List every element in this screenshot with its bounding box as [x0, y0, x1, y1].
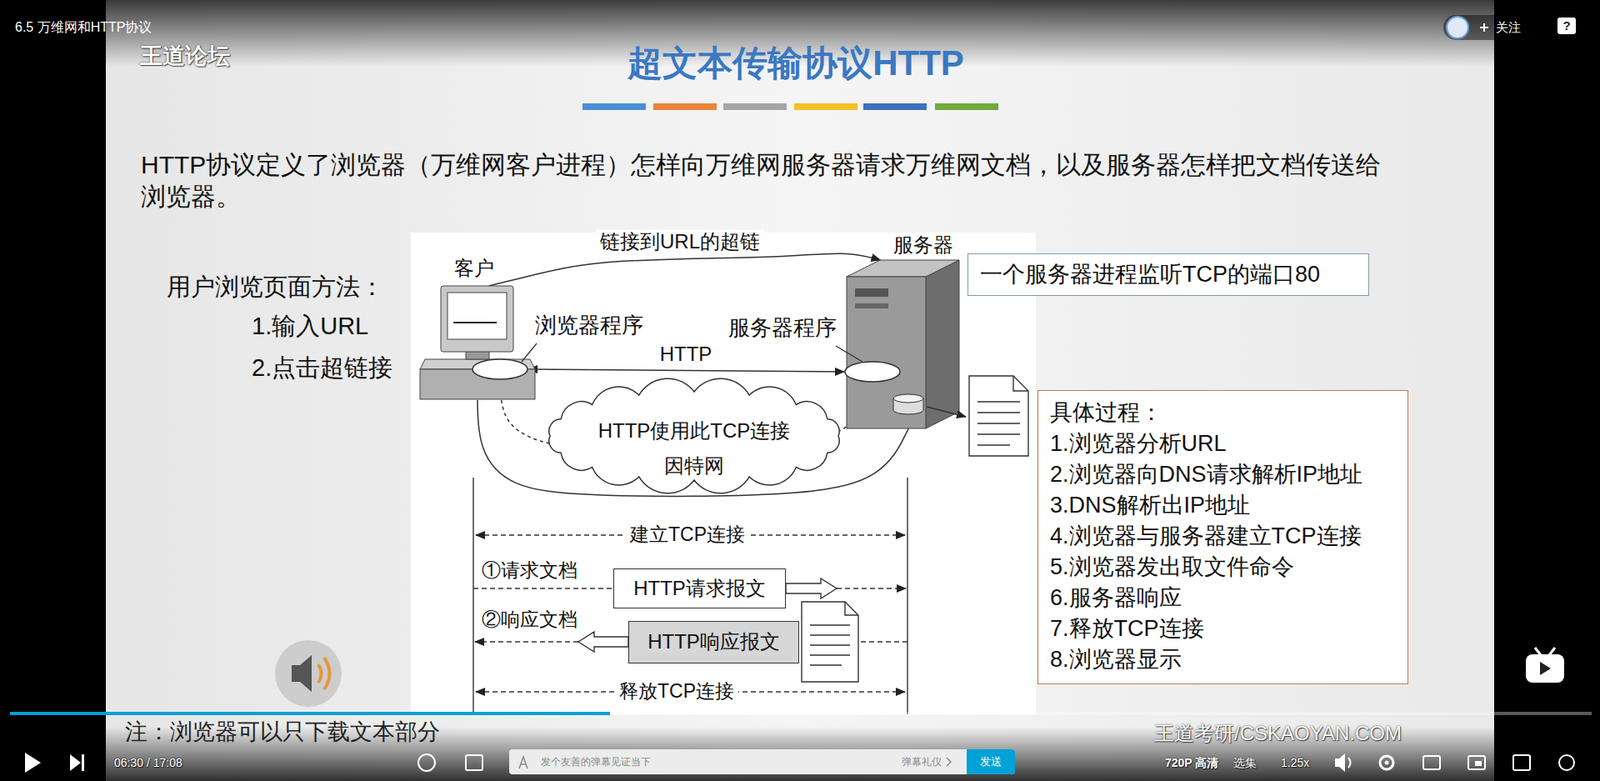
text-slot: 建立TCP连接 [625, 523, 750, 547]
text-slot: 发个友善的弹幕见证当下 [540, 755, 651, 768]
follow-text: 关注 [1495, 20, 1521, 35]
figure-ground [410, 232, 1036, 715]
timeline-label: ②响应文档 [481, 608, 578, 632]
browser-program-ellipse: 浏览器程序 [471, 358, 529, 380]
node-text: 浏览器程序 [535, 312, 644, 339]
server-machine-outline [846, 260, 960, 429]
node-text: 3.DNS解析出IP地址 [1050, 490, 1250, 521]
node-text: HTTP响应报文 [647, 630, 780, 655]
text-slot: 王道论坛 [140, 42, 230, 70]
node-text: 服务器程序 [728, 315, 837, 341]
node-text: 一个服务器进程监听TCP的端口80 [980, 260, 1320, 288]
send-button-text: 发送 [980, 755, 1002, 769]
node-text: 1.浏览器分析URL [1050, 428, 1227, 460]
node-text: 6.服务器响应 [1050, 582, 1182, 614]
footnote: 注：浏览器可以只下载文本部分 [125, 718, 440, 745]
method-item: 2.点击超链接 [251, 353, 393, 383]
episodes-label: 选集 [1233, 755, 1257, 770]
text-slot: 关注 [1495, 20, 1521, 35]
intro-paragraph: HTTP协议定义了浏览器（万维网客户进程）怎样向万维网服务器请求万维网文档，以及… [140, 149, 1391, 213]
text-slot: 注：浏览器可以只下载文本部分 [125, 718, 440, 745]
node-text: 7.释放TCP连接 [1050, 613, 1205, 645]
speed-label: 1.25x [1280, 755, 1310, 770]
client-computer-outline [420, 285, 535, 400]
node-text: 因特网 [664, 448, 725, 484]
watermark: 王道考研/CSKAOYAN.COM [1154, 721, 1402, 746]
follow-button [1443, 15, 1530, 40]
slide-ground [105, 0, 1495, 781]
text-slot: 选集 [1233, 755, 1257, 770]
danmaku-placeholder: 发个友善的弹幕见证当下 [540, 755, 651, 768]
progress-bar [10, 711, 1592, 715]
text-slot: HTTP [655, 342, 717, 367]
text-slot: 6.5 万维网和HTTP协议 [15, 19, 152, 35]
server-program-ellipse: 服务器程序 [844, 360, 901, 383]
slide-title: 超文本传输协议HTTP [627, 42, 965, 85]
box-heading: 具体过程： [1050, 397, 1163, 429]
timeline-label: ①请求文档 [481, 559, 578, 583]
text-slot: 2.点击超链接 [251, 353, 393, 383]
hyperlink-arrow [489, 253, 881, 286]
quality-label: 720P 高清 [1165, 755, 1219, 770]
text-slot: 720P 高清 [1165, 755, 1219, 770]
timeline-label: 释放TCP连接 [615, 680, 739, 704]
text-slot: 06:30 / 17:08 [114, 755, 183, 770]
process-steps-box: 具体过程：1.浏览器分析URL2.浏览器向DNS请求解析IP地址3.DNS解析出… [1037, 390, 1409, 685]
text-slot: 1.输入URL [251, 311, 369, 341]
request-message-box: HTTP请求报文 [613, 568, 786, 609]
timeline [473, 477, 908, 715]
browser-program-ellipse-outline [471, 358, 529, 380]
bilibili-tv-icon [1525, 647, 1565, 683]
node-text: 4.浏览器与服务器建立TCP连接 [1050, 520, 1362, 552]
video-title: 6.5 万维网和HTTP协议 [15, 19, 152, 35]
text-slot: HTTP协议定义了浏览器（万维网客户进程）怎样向万维网服务器请求万维网文档，以及… [140, 149, 1391, 213]
internet-cloud: HTTP使用此TCP连接因特网 [538, 380, 850, 492]
danmaku-etiquette: 弹幕礼仪 [901, 755, 942, 768]
help-bubble [1557, 17, 1576, 35]
node-text: 5.浏览器发出取文件命令 [1050, 551, 1295, 583]
text-slot: ②响应文档 [481, 608, 578, 632]
title-color-bars [582, 103, 999, 110]
node-text: 2.浏览器向DNS请求解析IP地址 [1050, 459, 1363, 490]
note-box: 一个服务器进程监听TCP的端口80 [967, 253, 1370, 296]
text-slot: 王道考研/CSKAOYAN.COM [1154, 721, 1402, 746]
node-text: HTTP请求报文 [633, 576, 766, 601]
server-machine: 服务器服务器程序 [846, 260, 960, 429]
document-icon [801, 601, 859, 682]
player-controls [25, 749, 1575, 775]
node-text: 客户 [454, 256, 495, 281]
method-heading: 用户浏览页面方法： [166, 272, 385, 302]
text-slot: 释放TCP连接 [615, 680, 739, 704]
text-slot: 超文本传输协议HTTP [627, 42, 965, 85]
watermark: 王道论坛 [140, 42, 230, 70]
help-mark: ? [1562, 18, 1570, 34]
timeline-label: 建立TCP连接 [625, 523, 750, 547]
node-text: HTTP使用此TCP连接 [598, 413, 791, 449]
connector-label: 链接到URL的超链 [595, 230, 765, 255]
method-item: 1.输入URL [251, 311, 369, 341]
response-message-box: HTTP响应报文 [628, 620, 800, 664]
text-slot: 发送 [980, 755, 1002, 769]
speaker-icon [275, 640, 342, 707]
client-computer: 客户浏览器程序 [420, 285, 535, 400]
node-text: 8.浏览器显示 [1050, 644, 1182, 675]
node-text: 服务器 [893, 233, 954, 258]
text-slot: 用户浏览页面方法： [166, 272, 385, 302]
text-slot: ? [1562, 18, 1570, 34]
time-display: 06:30 / 17:08 [114, 755, 183, 770]
document-icon [969, 375, 1029, 456]
text-slot: ①请求文档 [481, 559, 578, 583]
text-slot: 1.25x [1280, 755, 1310, 770]
http-arrow [528, 369, 845, 372]
connector-label: HTTP [655, 342, 717, 367]
server-program-ellipse-outline [844, 360, 901, 383]
text-slot: 链接到URL的超链 [595, 230, 765, 255]
text-slot: 弹幕礼仪 [901, 755, 942, 768]
